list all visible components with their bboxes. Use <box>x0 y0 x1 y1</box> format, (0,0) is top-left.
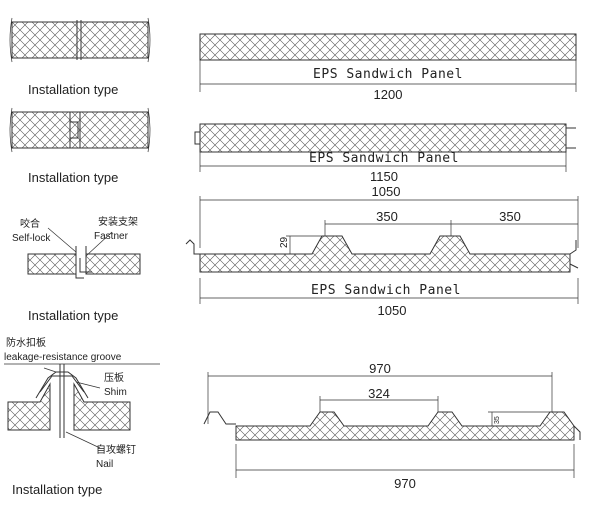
panel-wall <box>185 196 579 304</box>
fastner-label-en: Fastner <box>94 231 129 242</box>
panel-flat <box>199 33 577 92</box>
fastner-label-cn: 安装支架 <box>98 215 138 228</box>
panel-wall-pitch-2: 350 <box>499 209 521 224</box>
panel-wall-pitch-1: 350 <box>376 209 398 224</box>
panel-tongue <box>194 123 576 172</box>
panel-tongue-width: 1150 <box>370 169 398 184</box>
panel-wall-title: EPS Sandwich Panel <box>311 283 461 298</box>
panel-tongue-title: EPS Sandwich Panel <box>309 151 459 166</box>
panel-wall-overall: 1050 <box>372 184 401 199</box>
detail-flat-joint <box>9 17 151 63</box>
nail-label-cn: 自攻螺钉 <box>96 443 136 456</box>
installation-caption-1: Installation type <box>28 82 118 97</box>
panel-flat-title: EPS Sandwich Panel <box>313 67 463 82</box>
self-lock-label-cn: 咬合 <box>20 217 40 230</box>
panel-roof-effective: 970 <box>394 476 416 491</box>
groove-label-en: leakage-resistance groove <box>4 352 122 363</box>
installation-caption-2: Installation type <box>28 170 118 185</box>
detail-tongue-joint <box>9 107 151 153</box>
panel-wall-effective: 1050 <box>378 303 407 318</box>
groove-label-cn: 防水扣板 <box>6 336 46 349</box>
panel-flat-width: 1200 <box>374 87 403 102</box>
panel-wall-rib-height: 29 <box>279 236 290 248</box>
installation-caption-3: Installation type <box>28 308 118 323</box>
shim-label-cn: 压板 <box>104 371 124 384</box>
panel-roof-overall: 970 <box>369 361 391 376</box>
panel-roof <box>203 372 581 478</box>
installation-caption-4: Installation type <box>12 482 102 497</box>
detail-self-lock <box>27 227 141 279</box>
self-lock-label-en: Self-lock <box>12 233 51 244</box>
panel-roof-rib-height: 35 <box>494 416 501 424</box>
nail-label-en: Nail <box>96 459 113 470</box>
panel-roof-pitch: 324 <box>368 386 390 401</box>
shim-label-en: Shim <box>104 387 127 398</box>
detail-roof-joint <box>7 364 131 449</box>
